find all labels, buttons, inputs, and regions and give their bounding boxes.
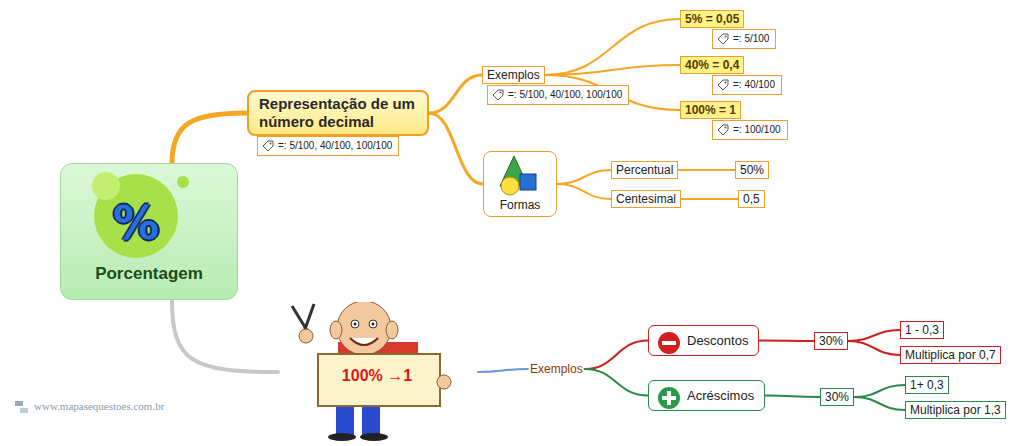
example-box: 5% = 0,05 [680, 10, 744, 28]
tag-icon [262, 140, 274, 152]
topic-text: Representação de um número decimal [259, 95, 415, 130]
topic-text: Multiplica por 0,7 [905, 348, 996, 362]
tag-icon [717, 33, 729, 45]
branch-line [848, 330, 900, 341]
result-box: Multiplica por 0,7 [900, 346, 1001, 364]
central-topic: % Porcentagem [60, 163, 238, 300]
topic-text: 5% = 0,05 [685, 12, 739, 26]
example-box: 100% = 1 [680, 101, 741, 119]
topic-text: Centesimal [616, 192, 676, 206]
topic-text: Percentual [616, 163, 673, 177]
minus-icon [649, 326, 683, 360]
branch-line [848, 341, 900, 355]
subtopic: Percentual [611, 161, 678, 179]
topic-text: =: 100/100 [733, 124, 781, 135]
branch-line [765, 396, 820, 398]
note-tag: =: 5/100 [712, 29, 776, 49]
topic-text: 30% [825, 390, 849, 404]
topic-text: 0,5 [743, 192, 760, 206]
topic-text: Descontos [687, 333, 748, 348]
topic-text: Multiplica por 1,3 [910, 403, 1001, 417]
discount-topic: Descontos [648, 325, 759, 356]
result-box: 1+ 0,3 [905, 376, 949, 394]
result-box: 1 - 0,3 [900, 321, 944, 339]
topic-text: 100% = 1 [685, 103, 736, 117]
branch-line [545, 65, 680, 75]
topic-text: Acréscimos [687, 388, 754, 403]
topic-text: =: 5/100, 40/100, 100/100 [508, 89, 622, 100]
shapes-icon [484, 152, 558, 202]
topic-text: Formas [484, 198, 556, 212]
branch-line [478, 369, 528, 372]
value-box: 30% [820, 388, 854, 406]
result-box: Multiplica por 1,3 [905, 401, 1006, 419]
main-topic: Representação de um número decimal [247, 90, 429, 136]
value-box: 30% [814, 332, 848, 350]
branch-line [854, 397, 905, 410]
branch-line [678, 169, 735, 171]
branch-line [172, 113, 247, 163]
branch-line [759, 340, 814, 343]
topic-text: 40% = 0,4 [685, 58, 739, 72]
branch-line [854, 385, 905, 397]
topic-text: 30% [819, 334, 843, 348]
forms-topic: Formas [483, 151, 557, 217]
topic-text: Exemplos [487, 68, 540, 82]
subtopic: Exemplos [482, 66, 545, 84]
branch-line [557, 184, 611, 199]
watermark-group: www.mapasequestoes.com.br [14, 400, 164, 414]
topic-text: 1+ 0,3 [910, 378, 944, 392]
illustration-topic: 100% →1 [278, 302, 478, 442]
tag-icon [717, 124, 729, 136]
branch-line [585, 369, 648, 396]
note-tag: =: 100/100 [712, 120, 788, 140]
branch-line [585, 341, 648, 370]
subtopic: Centesimal [611, 190, 681, 208]
branch-line [545, 19, 680, 75]
topic-text: =: 5/100 [733, 33, 769, 44]
topic-text: Porcentagem [61, 264, 237, 284]
branch-line [681, 198, 738, 200]
note-tag: =: 40/100 [712, 75, 782, 95]
value-box: 0,5 [738, 190, 765, 208]
note-tag: =: 5/100, 40/100, 100/100 [487, 85, 629, 105]
topic-text: Exemplos [530, 362, 583, 376]
note-tag: =: 5/100, 40/100, 100/100 [257, 136, 399, 156]
tag-icon [492, 89, 504, 101]
value-box: 50% [735, 161, 769, 179]
topic-text: 1 - 0,3 [905, 323, 939, 337]
tag-icon [717, 79, 729, 91]
branch-line [429, 75, 482, 113]
topic-text: =: 5/100, 40/100, 100/100 [278, 140, 392, 151]
branch-line [172, 300, 278, 372]
topic-text: =: 40/100 [733, 79, 775, 90]
branch-line [429, 113, 483, 184]
plain-topic: Exemplos [528, 361, 585, 377]
plus-icon [649, 381, 683, 415]
percent-sign: % [61, 196, 211, 250]
site-icon [14, 400, 30, 414]
example-box: 40% = 0,4 [680, 56, 744, 74]
increase-topic: Acréscimos [648, 380, 765, 411]
topic-text: 50% [740, 163, 764, 177]
branch-line [557, 170, 611, 184]
topic-text: 100% →1 [318, 367, 436, 385]
watermark: www.mapasequestoes.com.br [34, 400, 164, 412]
